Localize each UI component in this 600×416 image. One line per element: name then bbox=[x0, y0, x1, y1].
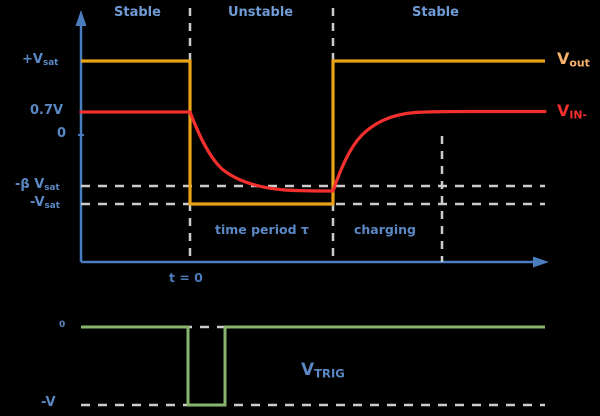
vout-label-main: V bbox=[557, 49, 570, 68]
zone-label-charging: charging bbox=[354, 222, 416, 237]
vin-trace bbox=[79, 109, 547, 193]
x-axis-arrowhead bbox=[533, 256, 549, 268]
region-label-unstable: Unstable bbox=[228, 5, 294, 20]
y-label-minus-vsat-sub: sat bbox=[44, 200, 60, 211]
y-label-zero-main: 0 bbox=[57, 126, 67, 141]
y-label-minus-vsat: -Vsat bbox=[30, 196, 60, 211]
vtrig-label-main: V bbox=[301, 360, 315, 380]
trig-minus-v-label: -V bbox=[41, 395, 56, 410]
vout-trace bbox=[81, 59, 545, 206]
t-zero-label: t = 0 bbox=[169, 270, 203, 285]
region-label-stable-right: Stable bbox=[412, 5, 459, 20]
vin-label-main: V bbox=[557, 101, 570, 120]
zone-label-time-period: time period τ bbox=[215, 222, 309, 237]
trig-zero-label: 0 bbox=[59, 320, 66, 330]
y-label-minus-beta-vsat-main: -β V bbox=[15, 177, 45, 192]
y-label-minus-vsat-main: -V bbox=[30, 195, 45, 210]
region-label-stable-left: Stable bbox=[114, 5, 161, 20]
vin-trace-label: VIN- bbox=[557, 103, 587, 121]
vout-label-sub: out bbox=[569, 56, 590, 70]
y-label-plus-vsat-main: +V bbox=[22, 52, 43, 67]
y-label-diode-drop: 0.7V bbox=[30, 104, 63, 117]
y-label-plus-vsat: +Vsat bbox=[22, 53, 58, 68]
y-label-minus-beta-vsat: -β Vsat bbox=[15, 178, 60, 193]
vtrig-trace-label: VTRIG bbox=[301, 362, 345, 380]
y-axis-arrowhead bbox=[75, 10, 87, 26]
y-label-zero: 0 bbox=[57, 127, 66, 140]
vtrig-trace bbox=[81, 325, 545, 407]
vout-trace-label: Vout bbox=[557, 51, 590, 69]
y-label-minus-beta-vsat-sub: sat bbox=[44, 182, 60, 193]
y-label-plus-vsat-sub: sat bbox=[42, 57, 59, 68]
y-label-diode-drop-main: 0.7V bbox=[30, 103, 64, 118]
vin-label-sub: IN- bbox=[569, 108, 588, 122]
vtrig-label-sub: TRIG bbox=[314, 366, 345, 381]
